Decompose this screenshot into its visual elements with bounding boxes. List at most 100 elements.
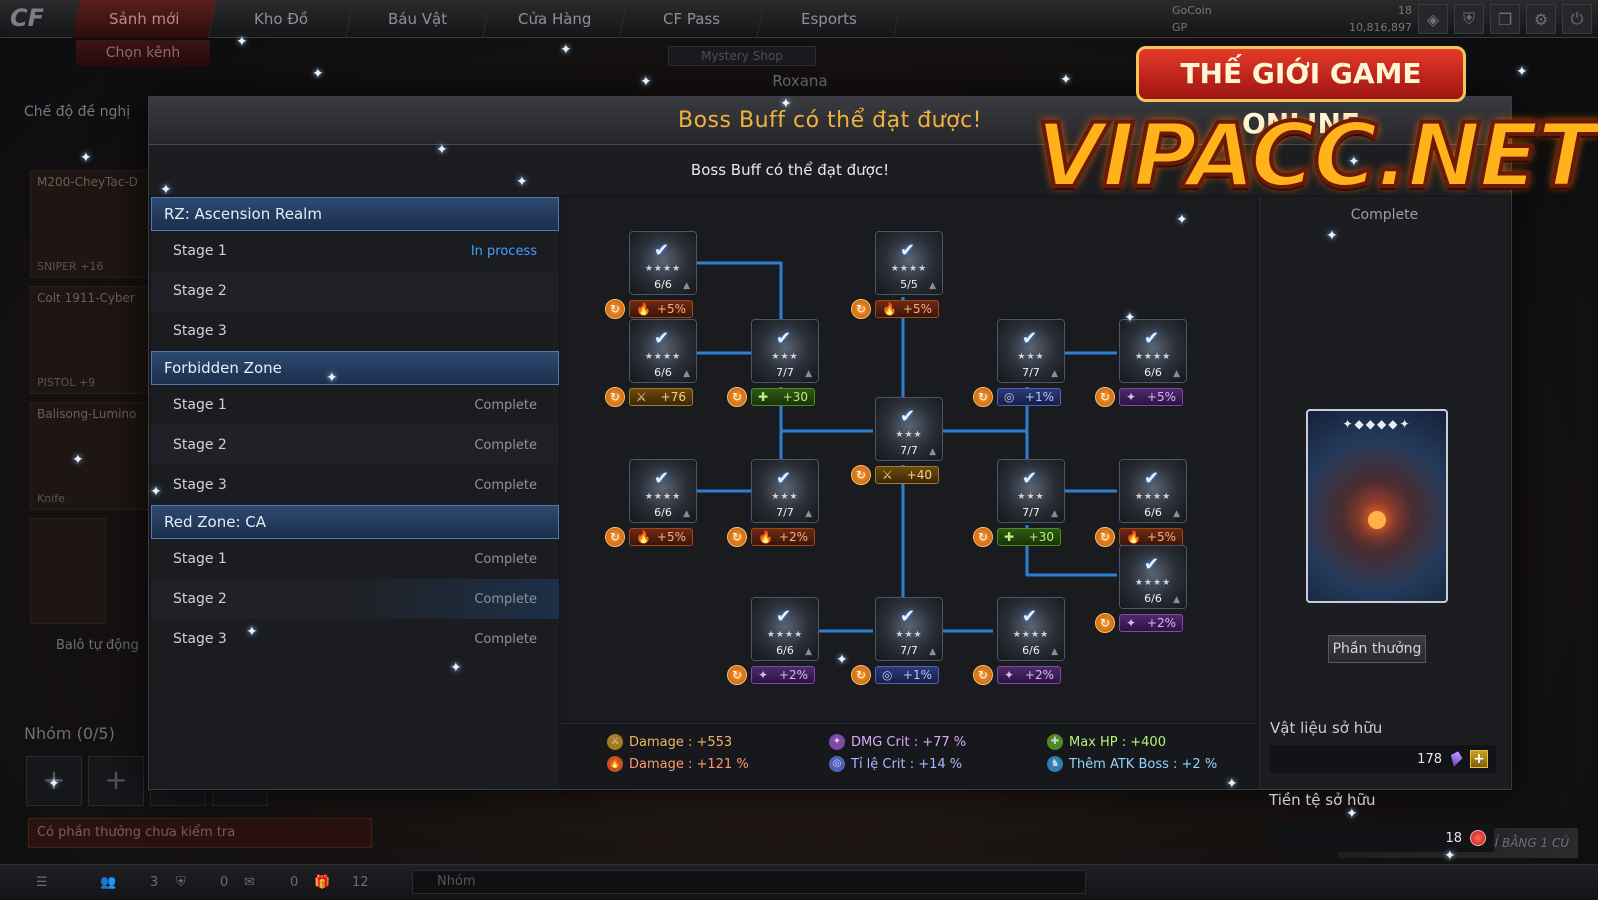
clan-count: 0: [220, 875, 229, 890]
power-icon[interactable]: ⏻: [1562, 4, 1592, 34]
nav-inventory[interactable]: Kho Đồ: [208, 0, 355, 38]
refresh-icon[interactable]: ↻: [1095, 527, 1115, 547]
node-count: 5/5: [900, 278, 918, 291]
boss-reward-card[interactable]: ✦◆◆◆◆✦: [1306, 409, 1448, 603]
check-icon: ✔: [1022, 328, 1038, 349]
node-stars: ★★★★: [1134, 578, 1172, 588]
backpack-auto[interactable]: Balô tự động: [56, 638, 139, 653]
add-materials-button[interactable]: +: [1470, 750, 1488, 768]
shield-icon[interactable]: ⛨: [1454, 4, 1484, 34]
buff-node[interactable]: ✔★★★7/7▲: [751, 319, 819, 383]
upgrade-arrow-icon: ▲: [1051, 647, 1058, 657]
buff-node[interactable]: ✔★★★★6/6▲: [629, 319, 697, 383]
nav-cf-pass[interactable]: CF Pass: [619, 0, 766, 38]
buff-node[interactable]: ✔★★★★6/6▲: [1119, 319, 1187, 383]
refresh-icon[interactable]: ↻: [1095, 387, 1115, 407]
chat-tab-label[interactable]: Nhóm: [437, 874, 476, 889]
gear-icon[interactable]: ⚙: [1526, 4, 1556, 34]
channel-select-tab[interactable]: Chọn kênh: [76, 40, 210, 66]
boss-portrait: [876, 398, 942, 460]
buff-node[interactable]: ✔★★★★6/6▲: [1119, 459, 1187, 523]
group-slot-add[interactable]: +: [26, 756, 82, 806]
friends-icon[interactable]: 👥: [100, 875, 117, 890]
node-bonus: ↻✦+2%: [1095, 613, 1183, 633]
node-stars: ★★★: [771, 492, 799, 502]
stage-row[interactable]: Stage 3: [151, 311, 559, 351]
nav-esports[interactable]: Esports: [756, 0, 903, 38]
bonus-value: +40: [906, 468, 932, 482]
boss-portrait: [1120, 320, 1186, 382]
refresh-icon[interactable]: ↻: [605, 299, 625, 319]
sparkle-icon: ✦: [48, 776, 60, 792]
bonus-pill: 🔥+5%: [875, 300, 939, 318]
window-icon[interactable]: ❐: [1490, 4, 1520, 34]
chat-input[interactable]: Nhóm: [412, 870, 1086, 894]
currency-owned-box: 18: [1268, 824, 1494, 852]
refresh-icon[interactable]: ↻: [1095, 613, 1115, 633]
weapon-slot-sniper[interactable]: M200-CheyTac-D SNIPER +16: [30, 170, 150, 278]
boss-atk-icon: ♞: [1047, 756, 1063, 772]
refresh-icon[interactable]: ↻: [727, 665, 747, 685]
stage-label: Stage 2: [173, 437, 227, 453]
buff-node[interactable]: ✔★★★7/7▲: [997, 459, 1065, 523]
node-count: 6/6: [776, 644, 794, 657]
nav-treasure[interactable]: Báu Vật: [345, 0, 492, 38]
game-logo-icon[interactable]: CF: [10, 4, 45, 32]
refresh-icon[interactable]: ↻: [605, 527, 625, 547]
message-icon[interactable]: ✉: [244, 875, 255, 890]
buff-node[interactable]: ✔★★★7/7▲: [751, 459, 819, 523]
watermark-logo: VIPACC.NET: [1034, 102, 1598, 209]
group-slot-add[interactable]: +: [88, 756, 144, 806]
sparkle-icon: ✦: [836, 652, 848, 668]
rank-icon[interactable]: ◈: [1418, 4, 1448, 34]
refresh-icon[interactable]: ↻: [727, 387, 747, 407]
refresh-icon[interactable]: ↻: [851, 465, 871, 485]
grenade-slot[interactable]: [30, 518, 106, 624]
map-header[interactable]: Forbidden Zone: [151, 351, 559, 385]
buff-node[interactable]: ✔★★★★6/6▲: [1119, 545, 1187, 609]
bonus-pill: ⚔+76: [629, 388, 693, 406]
reward-button[interactable]: Phần thưởng: [1328, 635, 1426, 663]
refresh-icon[interactable]: ↻: [605, 387, 625, 407]
buff-node[interactable]: ✔★★★★6/6▲: [629, 231, 697, 295]
refresh-icon[interactable]: ↻: [973, 387, 993, 407]
map-header[interactable]: Red Zone: CA: [151, 505, 559, 539]
buff-node[interactable]: ✔★★★★6/6▲: [751, 597, 819, 661]
boss-portrait: [1120, 546, 1186, 608]
weapon-slot-knife[interactable]: Balisong-Lumino Knife: [30, 402, 150, 510]
refresh-icon[interactable]: ↻: [727, 527, 747, 547]
menu-icon[interactable]: ☰: [36, 875, 48, 890]
mystery-shop-button[interactable]: Mystery Shop: [668, 46, 816, 66]
buff-node[interactable]: ✔★★★★5/5▲: [875, 231, 943, 295]
stage-row[interactable]: Stage 2: [151, 271, 559, 311]
crit-icon: ✦: [1004, 668, 1015, 682]
top-navigation-bar: CF Sảnh mới Kho Đồ Báu Vật Cửa Hàng CF P…: [0, 0, 1598, 38]
refresh-icon[interactable]: ↻: [851, 299, 871, 319]
nav-shop[interactable]: Cửa Hàng: [482, 0, 629, 38]
buff-node[interactable]: ✔★★★7/7▲: [875, 597, 943, 661]
unchecked-reward-note[interactable]: Có phần thưởng chưa kiểm tra: [28, 818, 372, 848]
bonus-value: +2%: [1024, 668, 1054, 682]
refresh-icon[interactable]: ↻: [973, 665, 993, 685]
refresh-icon[interactable]: ↻: [851, 665, 871, 685]
buff-node[interactable]: ✔★★★★6/6▲: [629, 459, 697, 523]
gift-icon[interactable]: 🎁: [314, 875, 331, 890]
buff-node[interactable]: ✔★★★7/7▲: [875, 397, 943, 461]
weapon-slot-pistol[interactable]: Colt 1911-Cyber PISTOL +9: [30, 286, 150, 394]
nav-lobby[interactable]: Sảnh mới: [71, 0, 218, 38]
node-count: 7/7: [776, 366, 794, 379]
buff-node[interactable]: ✔★★★★6/6▲: [997, 597, 1065, 661]
refresh-icon[interactable]: ↻: [973, 527, 993, 547]
map-header[interactable]: RZ: Ascension Realm: [151, 197, 559, 231]
clan-icon[interactable]: ⛨: [176, 875, 186, 890]
buff-node[interactable]: ✔★★★7/7▲: [997, 319, 1065, 383]
